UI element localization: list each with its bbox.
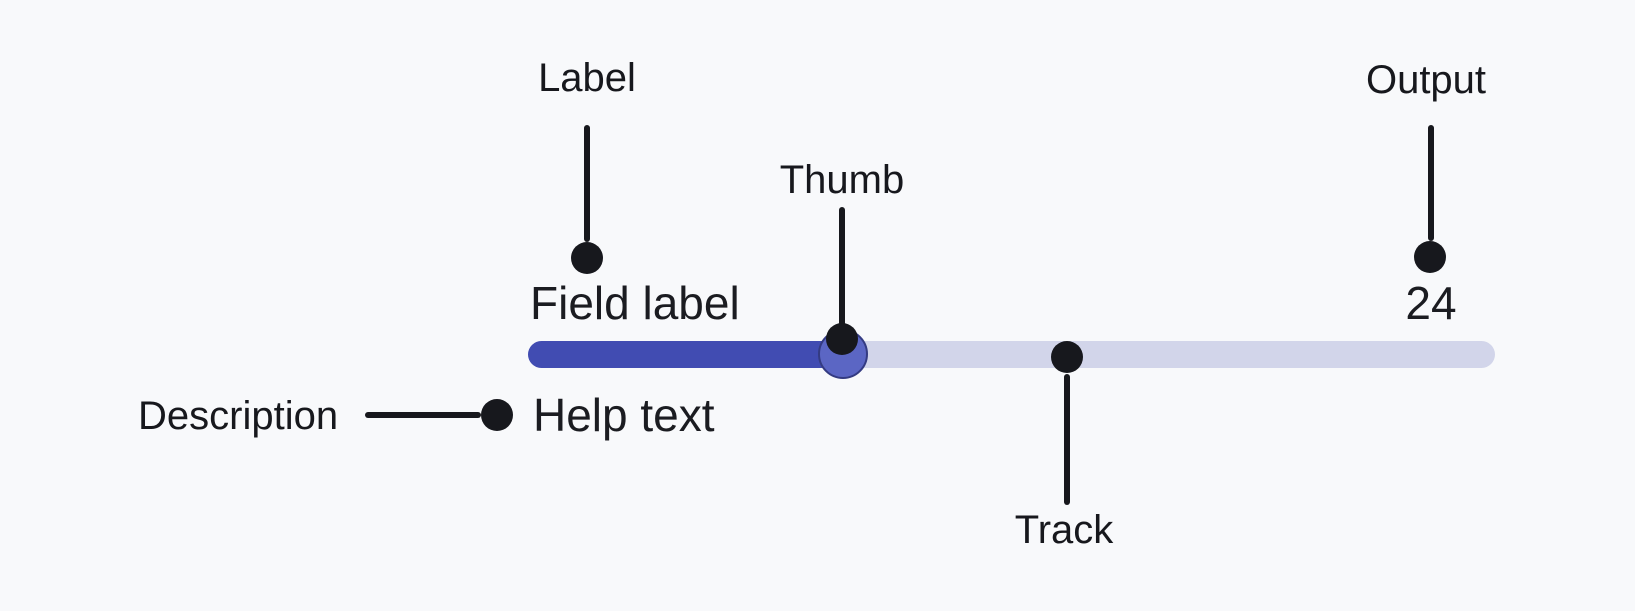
- annotation-output-text: Output: [1365, 58, 1487, 102]
- annotation-description-text: Description: [138, 394, 339, 438]
- annotation-track-dot: [1051, 341, 1083, 373]
- annotation-label-line: [584, 125, 590, 242]
- annotation-thumb-dot: [826, 323, 858, 355]
- annotation-description-dot: [481, 399, 513, 431]
- annotation-label-dot: [571, 242, 603, 274]
- annotation-output-line: [1428, 125, 1434, 241]
- slider-track[interactable]: [528, 341, 1495, 368]
- annotation-label-text: Label: [538, 56, 636, 100]
- annotation-track-line: [1064, 374, 1070, 505]
- annotation-output-dot: [1414, 241, 1446, 273]
- output-value: 24: [1405, 277, 1457, 329]
- help-text: Help text: [533, 389, 715, 441]
- annotation-description-line: [365, 412, 481, 418]
- annotation-track-text: Track: [1014, 508, 1114, 552]
- field-label: Field label: [530, 277, 740, 329]
- annotation-thumb-text: Thumb: [779, 158, 905, 202]
- slider-fill: [528, 341, 844, 368]
- annotation-thumb-line: [839, 207, 845, 327]
